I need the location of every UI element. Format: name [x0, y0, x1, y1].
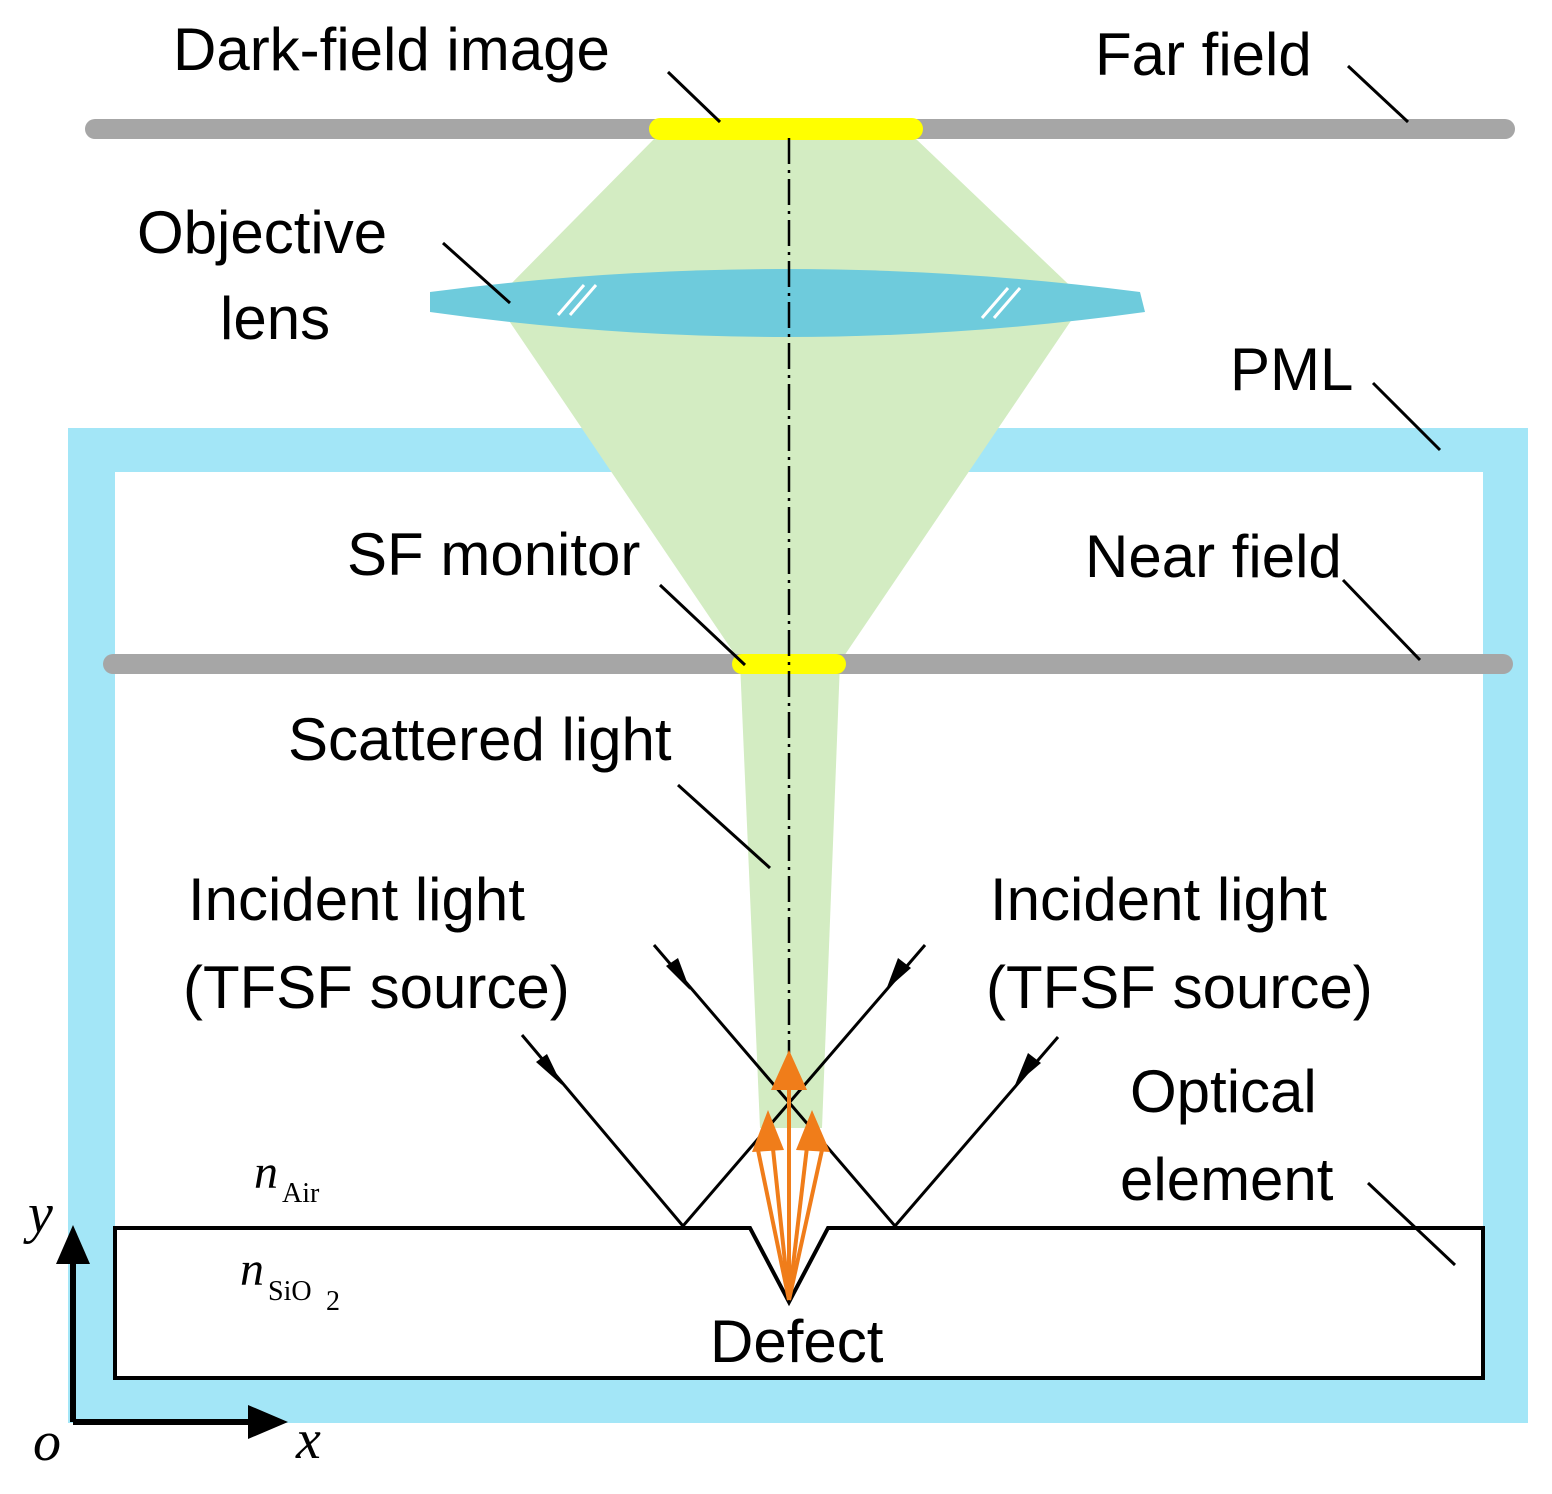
- label-pml: PML: [1230, 336, 1353, 403]
- label-incident-light-left-2: (TFSF source): [183, 954, 570, 1021]
- label-far-field: Far field: [1095, 21, 1312, 88]
- lens-glare-right-1: [980, 287, 1010, 319]
- scatter-arrows: [756, 1085, 824, 1301]
- axis-y-label: y: [23, 1183, 53, 1245]
- y-axis-arrowhead: [56, 1225, 90, 1264]
- label-sf-monitor: SF monitor: [347, 521, 640, 588]
- label-objective-lens-2: lens: [220, 285, 330, 352]
- n-sio2-symbol: n: [240, 1243, 264, 1296]
- label-optical-element-2: element: [1120, 1146, 1334, 1213]
- label-incident-light-left-1: Incident light: [188, 866, 525, 933]
- label-near-field: Near field: [1085, 523, 1342, 590]
- lens-glare-left-1: [556, 284, 586, 316]
- label-optical-element-1: Optical: [1130, 1058, 1317, 1125]
- optical-element: [113, 1226, 1485, 1380]
- label-incident-light-right-1: Incident light: [990, 866, 1327, 933]
- lens-glare-right-2: [992, 287, 1022, 319]
- label-incident-light-right-2: (TFSF source): [986, 954, 1373, 1021]
- axis-x-label: x: [295, 1409, 321, 1471]
- n-air-subscript: Air: [282, 1178, 320, 1209]
- label-dark-field-image: Dark-field image: [173, 16, 610, 83]
- label-scattered-light: Scattered light: [288, 706, 672, 773]
- label-objective-lens-1: Objective: [137, 199, 387, 266]
- leader-lines: [441, 64, 1457, 1267]
- n-sio2-subscript: SiO: [268, 1276, 312, 1307]
- incident-arrowheads: [536, 958, 1041, 1085]
- x-axis-arrowhead: [248, 1405, 288, 1439]
- lens-glare-left-2: [568, 284, 598, 316]
- coordinate-axes: [70, 1262, 250, 1425]
- scatter-arrowheads: [752, 1050, 830, 1152]
- label-defect: Defect: [710, 1308, 884, 1375]
- objective-lens: [430, 269, 1145, 337]
- n-sio2-subscript-digit: 2: [326, 1286, 340, 1317]
- n-air-symbol: n: [254, 1146, 278, 1199]
- axis-origin-label: o: [33, 1411, 61, 1473]
